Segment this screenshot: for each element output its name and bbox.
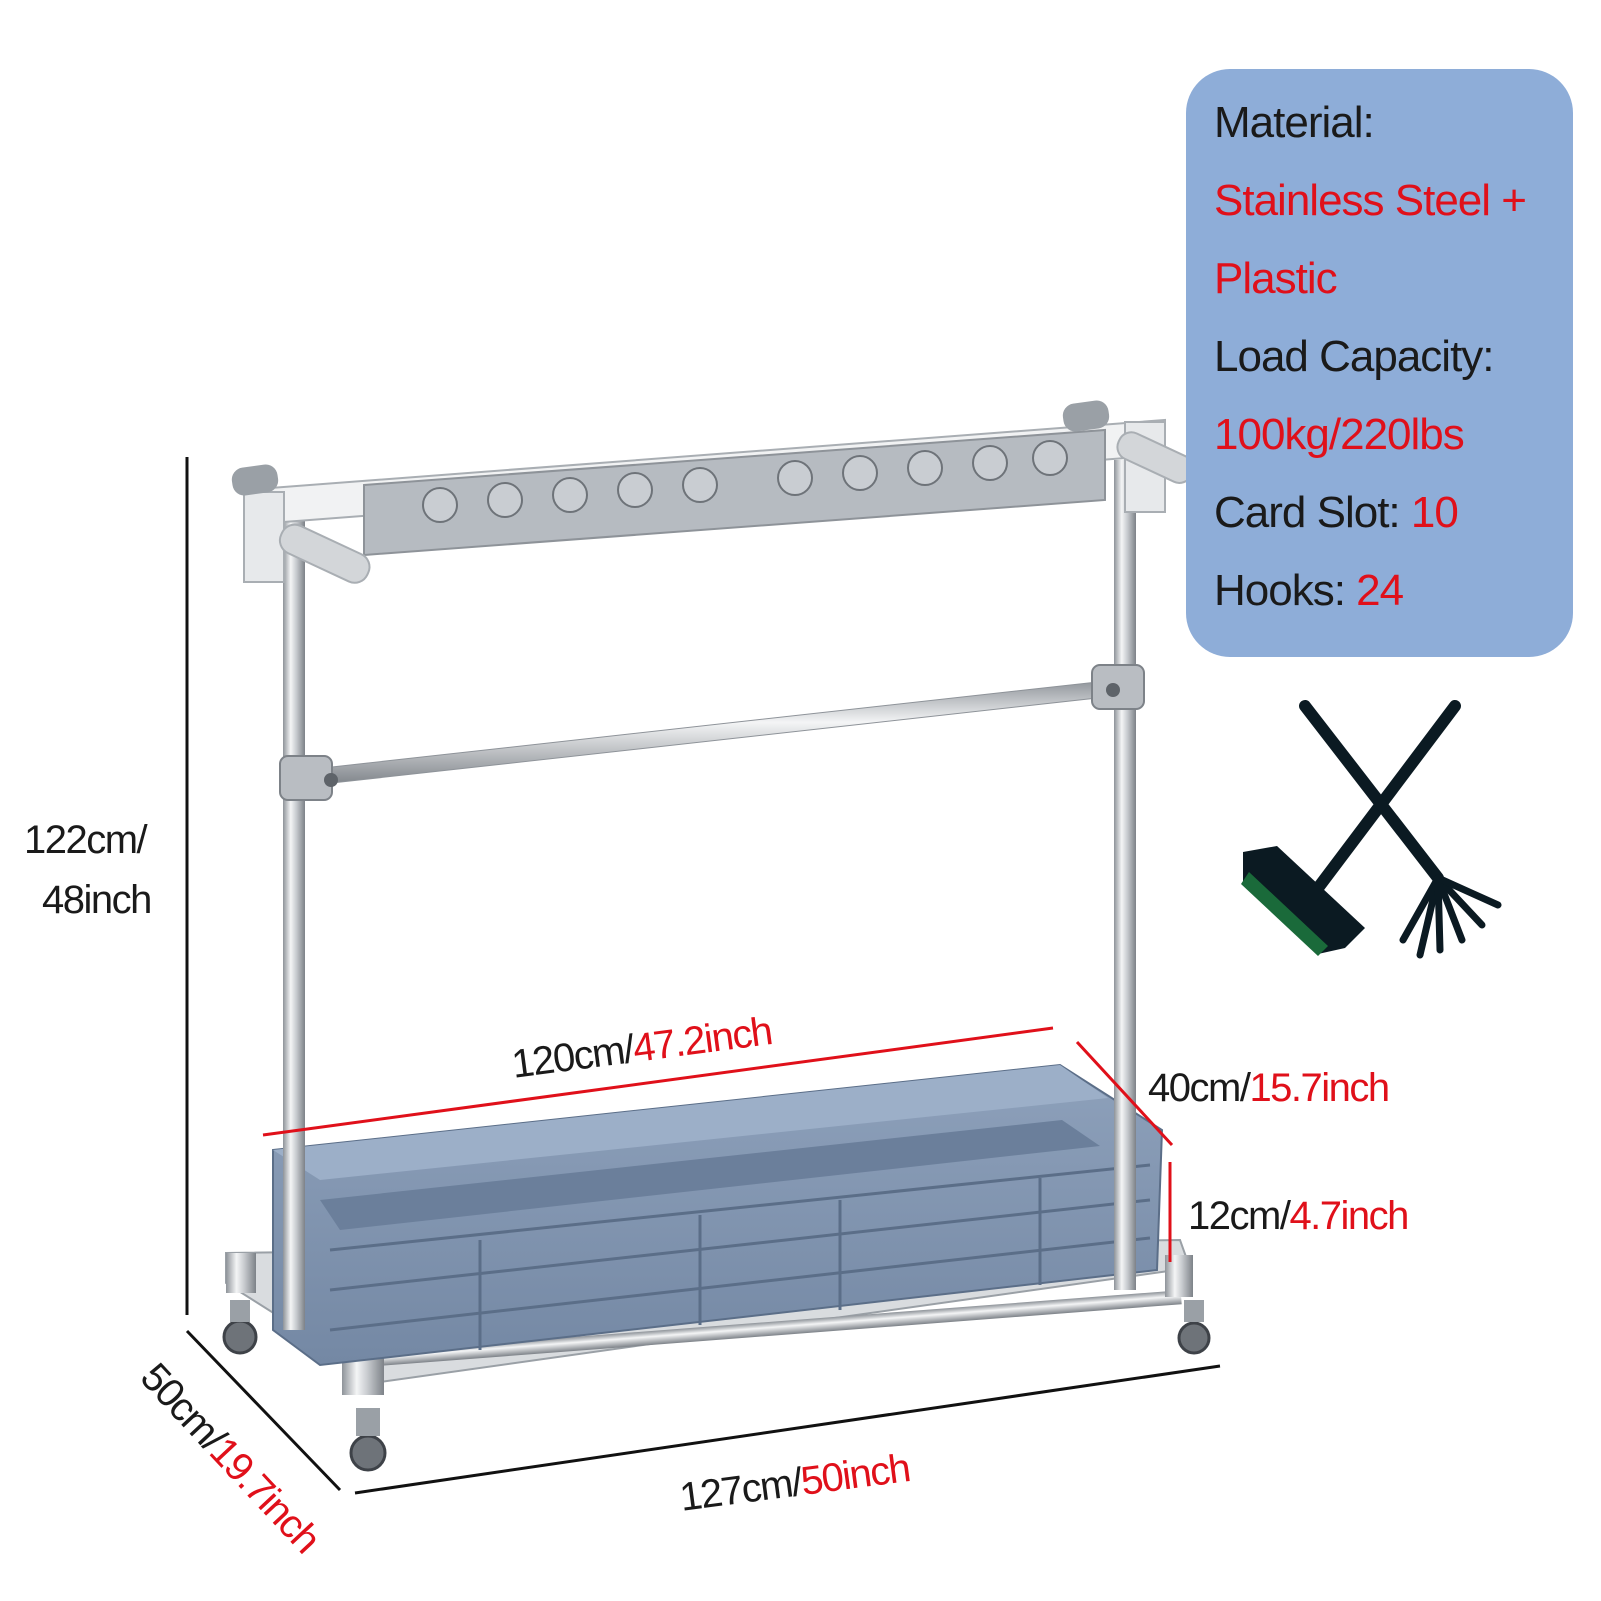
height-cm-label: 122cm/ <box>24 818 148 862</box>
rake-icon <box>1299 700 1502 959</box>
hooks-row: Hooks: 24 <box>1214 566 1404 615</box>
middle-crossbar <box>279 664 1145 801</box>
inner-width-label: 40cm/15.7inch <box>1148 1066 1390 1110</box>
dimension-lines <box>185 457 1221 1495</box>
spec-card <box>1186 69 1573 657</box>
inner-width-cm: 40cm/ <box>1148 1066 1251 1110</box>
hooks-label: Hooks: <box>1214 566 1357 615</box>
caster-wheels <box>222 1300 1211 1472</box>
load-capacity-value: 100kg/220lbs <box>1214 410 1465 459</box>
broom-icon <box>1241 700 1461 956</box>
top-hook-rail <box>231 400 1195 584</box>
material-line-1: Stainless Steel + <box>1214 176 1527 225</box>
load-capacity-label: Load Capacity: <box>1214 332 1495 381</box>
inner-width-inch: 15.7inch <box>1249 1066 1390 1110</box>
bin-height-label: 12cm/4.7inch <box>1188 1194 1409 1238</box>
card-slot-label: Card Slot: <box>1214 488 1411 537</box>
bin-height-inch: 4.7inch <box>1289 1194 1409 1238</box>
material-line-2: Plastic <box>1214 254 1338 303</box>
bin-height-cm: 12cm/ <box>1188 1194 1291 1238</box>
card-slot-value: 10 <box>1410 488 1459 537</box>
hooks-value: 24 <box>1356 566 1404 615</box>
card-slot-row: Card Slot: 10 <box>1214 488 1459 537</box>
storage-bin <box>272 1063 1164 1367</box>
material-label: Material: <box>1214 98 1375 147</box>
height-inch-label: 48inch <box>42 878 152 922</box>
